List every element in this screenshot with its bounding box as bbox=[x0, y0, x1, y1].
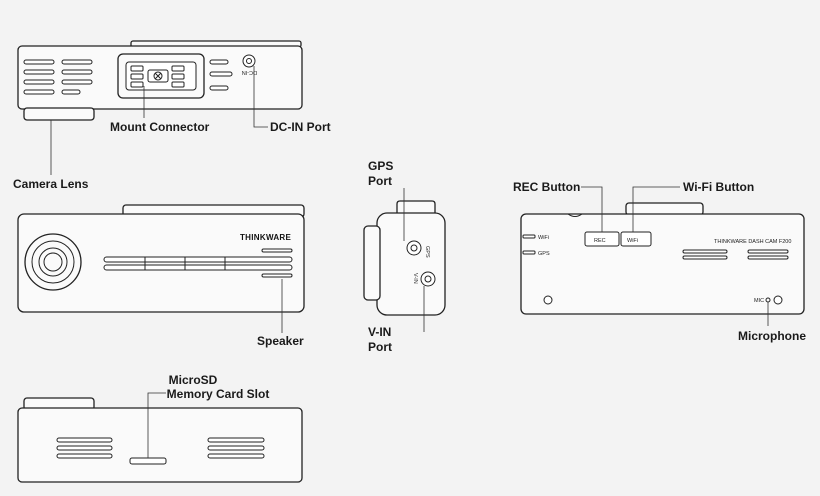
top-view: DC-IN bbox=[17, 40, 303, 175]
front-view-body bbox=[17, 213, 305, 313]
camera-lens-label: Camera Lens bbox=[13, 177, 89, 191]
speaker-label: Speaker bbox=[257, 334, 304, 348]
microsd-leader bbox=[147, 392, 166, 458]
gps-status-mark: GPS bbox=[538, 251, 550, 257]
gps-mark: GPS bbox=[424, 246, 430, 258]
v-in-port: V-IN bbox=[412, 271, 436, 287]
side-view-mount-top bbox=[396, 200, 436, 215]
rec-button-mark: REC bbox=[594, 238, 606, 244]
dc-in-mark: DC-IN bbox=[242, 69, 257, 75]
microsd-slot bbox=[129, 457, 167, 465]
microsd-label-line1: MicroSD bbox=[169, 373, 218, 387]
rec-button-leader bbox=[581, 186, 603, 232]
rear-screw-right bbox=[773, 295, 783, 305]
mount-connector bbox=[117, 53, 205, 99]
rear-view: REC WiFi WiFi GPS THINKWARE DASH CAM F20… bbox=[520, 186, 805, 326]
gps-port-label-line2: Port bbox=[368, 174, 392, 188]
side-view-body bbox=[376, 212, 446, 316]
bottom-vents bbox=[56, 437, 265, 459]
gps-port: GPS bbox=[406, 240, 430, 258]
dc-in-port-label: DC-IN Port bbox=[270, 120, 331, 134]
front-camera-lens bbox=[24, 233, 82, 291]
gps-port-label-line1: GPS bbox=[368, 159, 393, 173]
bottom-view-body bbox=[17, 407, 303, 483]
side-view-lens-ring bbox=[363, 225, 381, 301]
microphone-mark: MIC bbox=[754, 298, 764, 304]
v-in-port-label-line1: V-IN bbox=[368, 325, 391, 339]
wifi-button-label: Wi-Fi Button bbox=[683, 180, 754, 194]
status-indicators: WiFi GPS bbox=[522, 234, 550, 257]
rear-vents bbox=[682, 249, 789, 260]
speaker-grille bbox=[103, 248, 293, 278]
rear-view-mount-top bbox=[625, 202, 704, 216]
microsd-label-line2: Memory Card Slot bbox=[167, 387, 270, 401]
rec-button-label: REC Button bbox=[513, 180, 580, 194]
v-in-port-label-line2: Port bbox=[368, 340, 392, 354]
mount-connector-label: Mount Connector bbox=[110, 120, 210, 134]
microphone-label: Microphone bbox=[738, 329, 806, 343]
rear-view-notch bbox=[567, 213, 583, 217]
wifi-button: WiFi bbox=[620, 231, 652, 247]
rear-model-label: THINKWARE DASH CAM F200 bbox=[714, 239, 791, 245]
side-view: GPS V-IN bbox=[363, 188, 446, 332]
front-brand-logo: THINKWARE bbox=[240, 233, 292, 242]
top-view-vents-left bbox=[23, 59, 93, 95]
wifi-status-mark: WiFi bbox=[538, 235, 549, 241]
v-in-mark: V-IN bbox=[412, 273, 418, 284]
wifi-button-mark: WiFi bbox=[627, 238, 638, 244]
rear-screw-left bbox=[543, 295, 553, 305]
wifi-button-leader bbox=[632, 186, 680, 232]
bottom-view bbox=[17, 392, 303, 483]
front-view: THINKWARE bbox=[17, 204, 305, 333]
camera-lens-barrel bbox=[23, 107, 95, 121]
dc-in-port-leader bbox=[253, 66, 268, 128]
rec-button: REC bbox=[584, 231, 620, 247]
dc-in-port: DC-IN bbox=[242, 54, 257, 75]
top-view-vents-right bbox=[209, 59, 233, 91]
